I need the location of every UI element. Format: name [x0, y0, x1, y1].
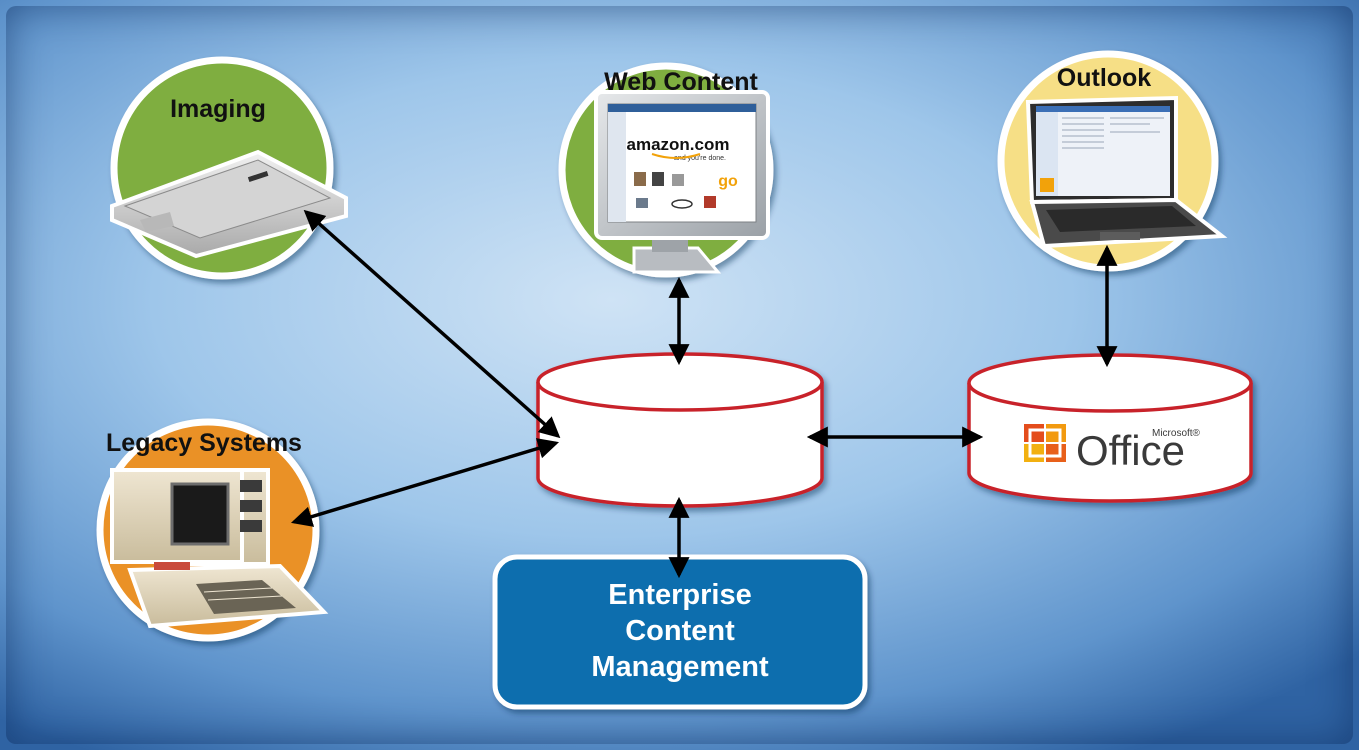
scanner-icon: [110, 149, 348, 259]
amazon-tagline-text: and you're done.: [674, 155, 726, 162]
monitor-icon: amazon.com and you're done. go: [594, 90, 770, 274]
web-content-label: Web Content: [604, 68, 758, 96]
outlook-node: Outlook: [997, 50, 1228, 272]
promo-text: go: [718, 173, 738, 190]
office-logo-icon: [1024, 424, 1066, 462]
ecm-line-1: Enterprise: [608, 579, 751, 611]
legacy-systems-node: Legacy Systems: [96, 418, 329, 642]
office-brand-large: Office: [1076, 427, 1185, 474]
legacy-systems-label: Legacy Systems: [106, 429, 302, 457]
imaging-node: Imaging: [110, 56, 348, 280]
central-repository: [536, 352, 824, 508]
arrow-imaging-to-repository: [303, 209, 561, 439]
legacy-computer-icon: [110, 468, 329, 629]
office-repository: Microsoft® Office: [967, 353, 1253, 503]
web-content-node: amazon.com and you're done. go Web Conte…: [558, 62, 774, 278]
ecm-box: Enterprise Content Management: [492, 554, 868, 710]
outlook-label: Outlook: [1057, 64, 1152, 92]
arrow-legacy-to-repository: [290, 438, 560, 527]
imaging-label: Imaging: [170, 95, 266, 123]
amazon-logo-text: amazon.com: [627, 135, 730, 154]
ecm-line-2: Content: [625, 615, 735, 647]
ecm-line-3: Management: [591, 651, 769, 683]
laptop-icon: [1025, 95, 1228, 249]
office-brand-small: Microsoft®: [1152, 428, 1201, 439]
